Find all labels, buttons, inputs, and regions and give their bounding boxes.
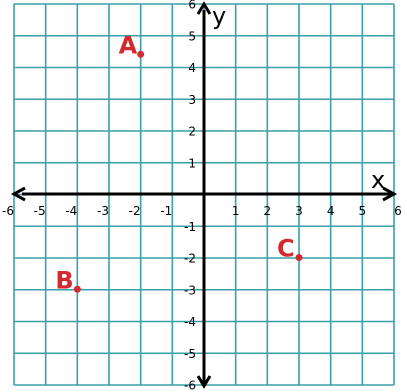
x-tick-label: 3 — [295, 204, 303, 218]
x-tick-label: -4 — [65, 204, 77, 218]
x-tick-label: 5 — [359, 204, 367, 218]
point-label-c: C — [277, 235, 295, 263]
points: A B C — [55, 31, 303, 294]
x-tick-label: -5 — [34, 204, 46, 218]
point-b — [73, 285, 81, 293]
x-tick-label: 6 — [394, 204, 402, 218]
x-axis-label: x — [371, 166, 385, 194]
x-tick-label: 4 — [327, 204, 335, 218]
y-tick-label: -6 — [184, 379, 196, 392]
point-label-a: A — [119, 31, 138, 59]
x-tick-label: -3 — [97, 204, 109, 218]
point-label-b: B — [55, 266, 73, 294]
x-tick-label: 2 — [264, 204, 272, 218]
y-tick-label: 6 — [188, 0, 196, 12]
x-tick-label: 1 — [232, 204, 240, 218]
x-axis-right-arrow-icon — [382, 186, 398, 202]
y-axis-label: y — [212, 2, 226, 30]
point-a — [137, 50, 145, 58]
y-tick-label: 5 — [188, 29, 196, 43]
y-tick-label: -2 — [184, 252, 196, 266]
x-tick-label: -2 — [129, 204, 141, 218]
x-tick-label: -1 — [160, 204, 172, 218]
y-tick-label: -3 — [184, 283, 196, 297]
point-c — [295, 254, 303, 261]
y-tick-label: -4 — [184, 315, 196, 329]
y-tick-label: 4 — [188, 61, 196, 75]
y-tick-labels: 6 5 4 3 2 1 -1 -2 -3 -4 -5 -6 — [184, 0, 196, 392]
y-tick-label: 1 — [188, 156, 196, 170]
x-tick-labels: -6 -5 -4 -3 -2 -1 1 2 3 4 5 6 — [2, 204, 402, 218]
y-tick-label: -5 — [184, 347, 196, 361]
y-tick-label: 2 — [188, 125, 196, 139]
x-tick-label: -6 — [2, 204, 14, 218]
y-axis-up-arrow-icon — [196, 1, 212, 15]
y-tick-label: -1 — [184, 220, 196, 234]
axes — [10, 1, 398, 389]
y-tick-label: 3 — [188, 93, 196, 107]
y-axis-down-arrow-icon — [196, 375, 212, 389]
x-axis-left-arrow-icon — [10, 186, 26, 202]
